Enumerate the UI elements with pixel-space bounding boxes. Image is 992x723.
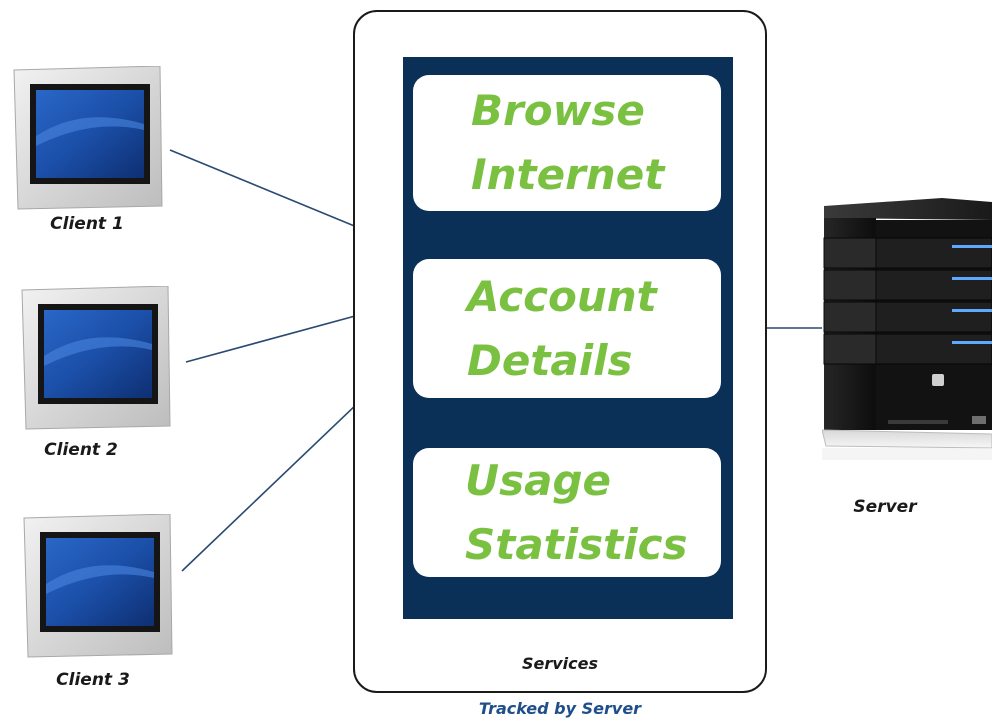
client-3-label: Client 3 <box>56 670 130 690</box>
service-line-2: Statistics <box>465 519 688 569</box>
client-1 <box>12 66 172 210</box>
tracked-by-server-label: Tracked by Server <box>478 699 642 718</box>
service-usage-statistics: Usage Statistics <box>413 448 721 577</box>
service-line-2: Internet <box>471 150 665 199</box>
service-account-details: Account Details <box>413 259 721 398</box>
monitor-icon <box>13 66 163 210</box>
service-line-1: Browse <box>471 86 645 135</box>
service-browse-internet: Browse Internet <box>413 75 721 211</box>
service-line-1: Account <box>467 271 657 321</box>
monitor-icon <box>21 286 171 430</box>
service-line-1: Usage <box>465 455 611 505</box>
service-line-2: Details <box>467 335 633 385</box>
monitor-icon <box>23 514 173 658</box>
client-2-label: Client 2 <box>44 440 118 460</box>
client-2 <box>20 286 180 430</box>
client-3 <box>22 514 182 658</box>
server-label: Server <box>853 497 917 517</box>
services-caption: Services <box>521 654 599 673</box>
client-1-label: Client 1 <box>50 214 124 234</box>
server-icon <box>821 198 992 460</box>
server <box>821 198 992 468</box>
